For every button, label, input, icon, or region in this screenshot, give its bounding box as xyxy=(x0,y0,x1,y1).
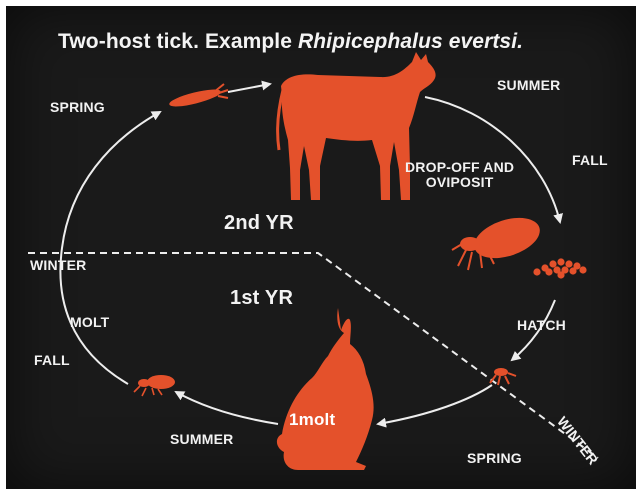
label-host-molt: 1molt xyxy=(289,411,335,430)
cow-tail xyxy=(278,90,283,150)
label-summer-top: SUMMER xyxy=(497,78,560,93)
cycle-arrow-hare-to-nymph xyxy=(176,392,278,424)
nymph-tick-icon xyxy=(134,375,175,396)
title-species: Rhipicephalus evertsi. xyxy=(298,30,523,53)
engorged-tick-icon xyxy=(452,210,545,270)
egg-cluster-icon xyxy=(533,258,586,278)
cycle-arrow-spring-to-cow xyxy=(228,84,270,92)
label-dropoff-oviposit: DROP-OFF AND OVIPOSIT xyxy=(405,160,514,191)
label-molt: MOLT xyxy=(70,315,109,330)
title-prefix: Two-host tick. Example xyxy=(58,30,298,53)
label-summer-bottom: SUMMER xyxy=(170,432,233,447)
label-spring-bottom: SPRING xyxy=(467,451,522,466)
diagram-title: Two-host tick. Example Rhipicephalus eve… xyxy=(58,30,523,54)
label-hatch: HATCH xyxy=(517,318,566,333)
label-spring-top: SPRING xyxy=(50,100,105,115)
label-fall-left: FALL xyxy=(34,353,70,368)
hare-icon xyxy=(277,308,374,470)
cycle-arrow-nymph-to-adult xyxy=(60,112,160,384)
label-second-year: 2nd YR xyxy=(224,212,294,234)
label-fall-right: FALL xyxy=(572,153,608,168)
adult-tick-icon xyxy=(169,84,228,109)
cycle-arrow-larva-to-hare xyxy=(378,385,492,424)
label-winter-left: WINTER xyxy=(30,258,86,273)
label-first-year: 1st YR xyxy=(230,287,293,309)
